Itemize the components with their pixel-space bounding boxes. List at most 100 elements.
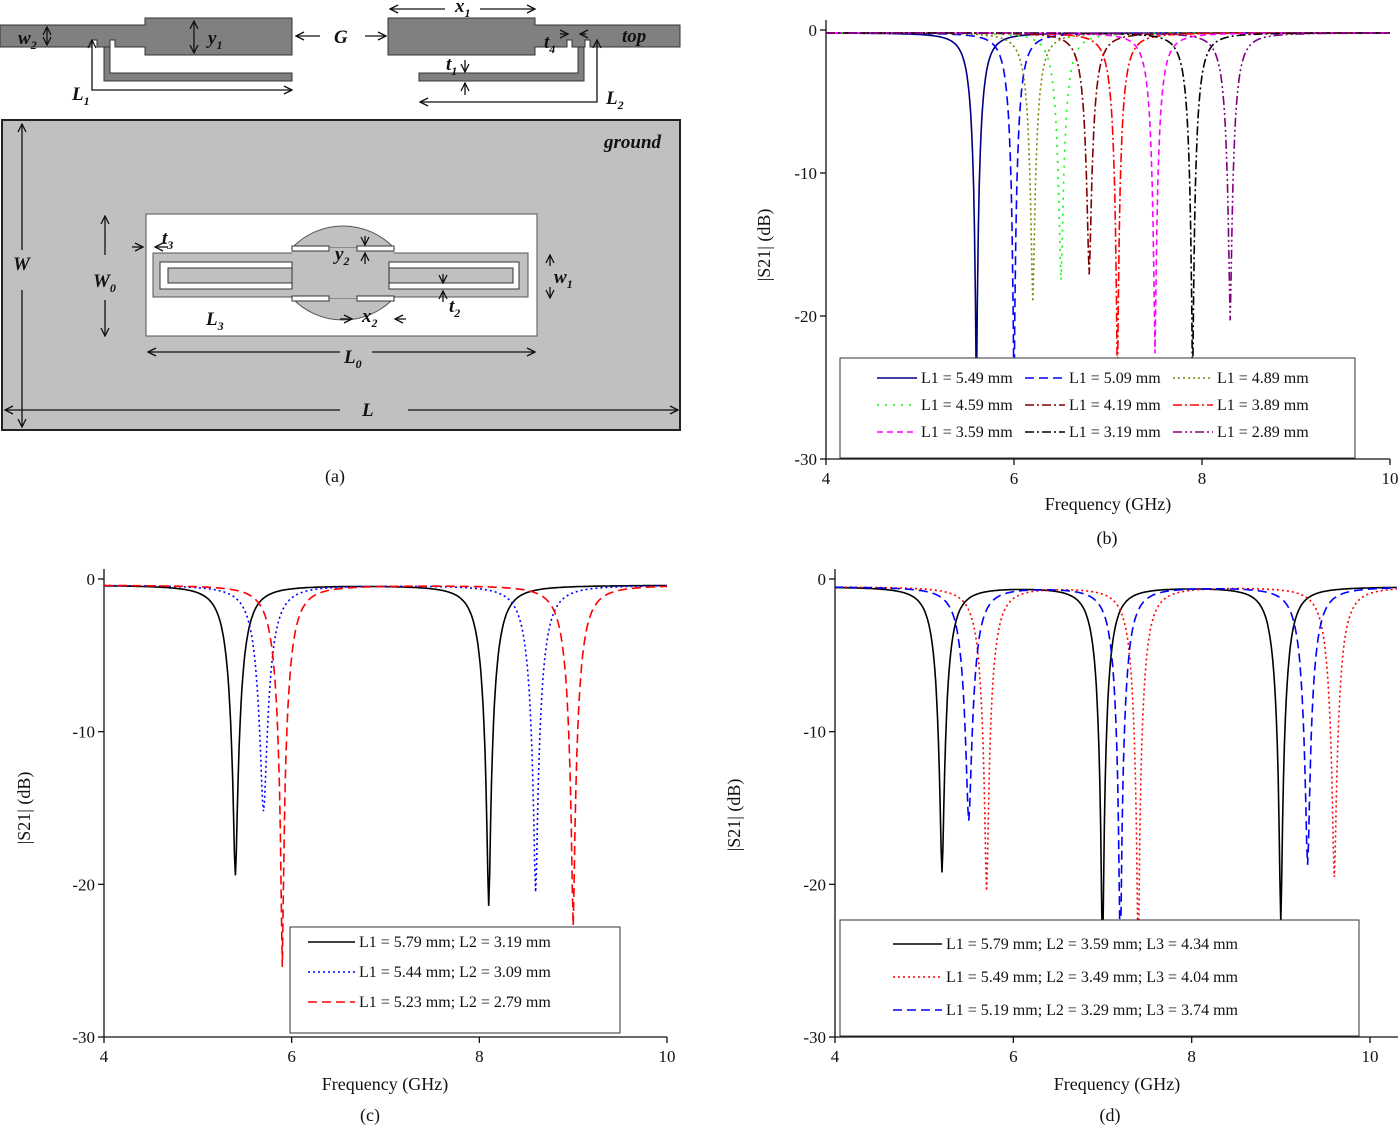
label-base: L <box>343 347 356 368</box>
label-t2: t2 <box>449 296 460 320</box>
x-tick-label: 8 <box>475 1047 484 1066</box>
legend-box <box>289 926 621 1034</box>
series-line-d-1 <box>835 586 1397 969</box>
legend-label: L1 = 5.49 mm; L2 = 3.49 mm; L3 = 4.04 mm <box>946 969 1239 986</box>
label-subscript: 2 <box>371 316 378 330</box>
y-tick-label: -10 <box>803 723 826 742</box>
label-w: W <box>13 254 31 275</box>
x-tick-label: 10 <box>1382 469 1399 488</box>
x-tick-label: 4 <box>822 469 831 488</box>
label-subscript: 3 <box>217 319 224 333</box>
y-axis-label: |S21| (dB) <box>754 209 775 282</box>
label-t4: t4 <box>544 32 555 56</box>
label-base: L <box>71 84 84 105</box>
label-base: ground <box>603 132 662 153</box>
label-base: W <box>93 271 111 292</box>
series-line-b-7 <box>826 32 1390 391</box>
x-tick-label: 10 <box>1362 1047 1379 1066</box>
slots <box>159 245 520 302</box>
y-axis-label: |S21| (dB) <box>14 772 35 845</box>
caption-c: (c) <box>360 1105 380 1126</box>
label-base: top <box>622 26 646 47</box>
x-tick-label: 6 <box>1009 1047 1018 1066</box>
legend-label: L1 = 5.09 mm <box>1069 370 1161 387</box>
label-x2: x2 <box>361 306 378 330</box>
y-tick-label: -20 <box>803 875 826 894</box>
label-g: G <box>334 27 348 48</box>
y-tick-label: -30 <box>803 1028 826 1047</box>
label-y1: y1 <box>206 28 222 52</box>
x-tick-label: 4 <box>831 1047 840 1066</box>
y-tick-label: 0 <box>809 21 818 40</box>
y-tick-label: -20 <box>794 307 817 326</box>
label-subscript: 2 <box>617 98 624 112</box>
legend-label: L1 = 5.49 mm <box>921 370 1013 387</box>
label-ground: ground <box>603 132 662 153</box>
legend-label: L1 = 4.59 mm <box>921 397 1013 414</box>
label-subscript: 2 <box>342 254 349 268</box>
x-tick-label: 6 <box>287 1047 296 1066</box>
label-subscript: 0 <box>110 281 116 295</box>
series-line-c-0 <box>104 584 667 906</box>
legend-label: L1 = 4.89 mm <box>1217 370 1309 387</box>
y-tick-label: -30 <box>72 1028 95 1047</box>
legend-label: L1 = 4.19 mm <box>1069 397 1161 414</box>
caption-b: (b) <box>1097 528 1118 549</box>
label-base: W <box>13 254 31 275</box>
label-subscript: 1 <box>451 64 457 78</box>
caption-a: (a) <box>325 466 345 487</box>
label-subscript: 4 <box>548 42 555 56</box>
legend-label: L1 = 5.79 mm; L2 = 3.19 mm <box>359 934 551 951</box>
label-l1: L1 <box>71 84 90 108</box>
y-tick-label: 0 <box>87 570 96 589</box>
series-line-b-3 <box>826 32 1390 281</box>
series-line-b-5 <box>826 32 1390 391</box>
label-x1: x1 <box>454 0 471 20</box>
series-line-b-1 <box>826 32 1390 405</box>
label-base: w <box>554 267 567 288</box>
legend-label: L1 = 5.44 mm; L2 = 3.09 mm <box>359 964 551 981</box>
label-w2: w2 <box>18 28 37 52</box>
legend-d: L1 = 5.79 mm; L2 = 3.59 mm; L3 = 4.34 mm… <box>839 919 1360 1037</box>
label-t3: t3 <box>162 228 173 252</box>
y-tick-label: 0 <box>818 570 827 589</box>
dimension-arrows-top <box>47 9 597 102</box>
label-base: L <box>605 88 618 109</box>
legend-box <box>839 919 1360 1037</box>
label-base: x <box>361 306 372 327</box>
label-w1: w1 <box>554 267 573 291</box>
y-tick-label: -30 <box>794 450 817 469</box>
x-tick-label: 8 <box>1187 1047 1196 1066</box>
label-base: t <box>446 54 452 75</box>
series-line-d-0 <box>835 586 1397 969</box>
series-line-b-0 <box>826 32 1390 405</box>
x-tick-label: 8 <box>1198 469 1207 488</box>
label-t1: t1 <box>446 54 457 78</box>
x-tick-label: 10 <box>659 1047 676 1066</box>
legend-label: L1 = 5.19 mm; L2 = 3.29 mm; L3 = 3.74 mm <box>946 1002 1239 1019</box>
label-base: G <box>334 27 348 48</box>
y-tick-label: -10 <box>794 164 817 183</box>
label-l: L <box>361 400 374 421</box>
y-tick-label: -20 <box>72 875 95 894</box>
x-axis-label: Frequency (GHz) <box>1045 494 1171 515</box>
label-w0: W0 <box>93 271 116 295</box>
legend-label: L1 = 5.23 mm; L2 = 2.79 mm <box>359 994 551 1011</box>
legend-b: L1 = 5.49 mm L1 = 5.09 mm L1 = 4.89 mm L1 =… <box>839 357 1356 459</box>
label-subscript: 1 <box>465 6 471 20</box>
y-axis-label: |S21| (dB) <box>724 779 745 852</box>
series-line-b-8 <box>826 32 1390 321</box>
legend-label: L1 = 3.89 mm <box>1217 397 1309 414</box>
label-subscript: 2 <box>453 306 460 320</box>
legend-label: L1 = 3.59 mm <box>921 424 1013 441</box>
y-tick-label: -10 <box>72 723 95 742</box>
label-base: L <box>205 309 218 330</box>
label-base: t <box>162 228 168 249</box>
label-subscript: 0 <box>356 357 362 371</box>
series-line-c-2 <box>104 584 667 967</box>
